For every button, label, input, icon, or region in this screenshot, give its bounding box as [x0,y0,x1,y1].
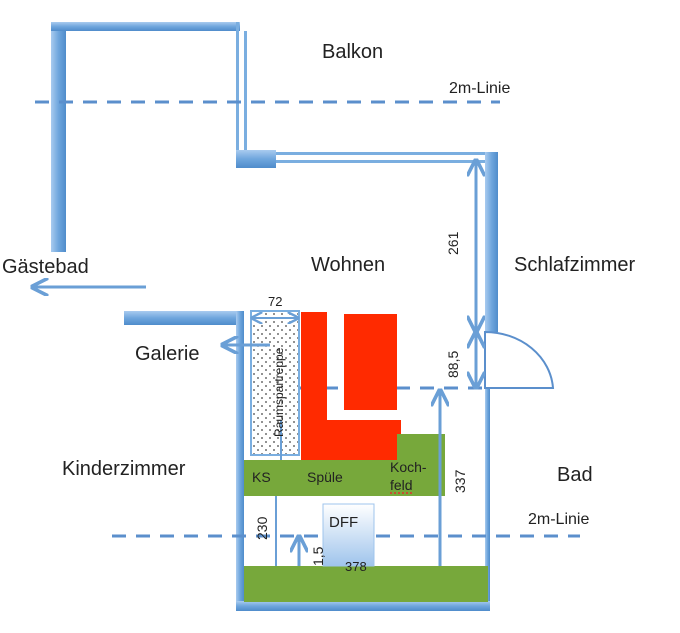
label-two-m-line-top: 2m-Linie [449,80,510,97]
wall-galerie [124,311,240,325]
wall-corner-block [236,150,276,168]
red-block [344,314,397,410]
label-galerie: Galerie [135,343,199,365]
label-gaestebad: Gästebad [2,256,89,278]
wall-balkon-left [51,22,66,252]
wall-right [485,152,498,332]
wall-balkon-right-inner [244,31,247,154]
red-counter-horizontal [301,420,401,460]
dff-window [322,503,375,567]
label-kochfeld-line2: feld [390,477,413,493]
label-dff: DFF [329,514,358,531]
label-wohnen: Wohnen [311,254,385,276]
wall-right-lower [485,388,490,610]
label-kinderzimmer: Kinderzimmer [62,458,186,480]
arrows [34,162,476,566]
label-kochfeld-line1: Koch- [390,459,427,475]
label-ks: KS [252,469,271,485]
stair [250,310,300,456]
dim-label-1-5: 1,5 [310,546,326,566]
label-bad: Bad [557,464,593,486]
label-stair: Raumspartreppe [272,347,286,437]
dim-label-378: 378 [345,559,367,574]
wall-left-lower [236,311,244,611]
wall-balkon-top [51,22,240,31]
wall-top-right [276,152,498,155]
dim-label-88-5: 88,5 [445,351,461,378]
green-floor-strip [244,566,488,602]
dim-label-337: 337 [452,469,468,493]
label-schlafzimmer: Schlafzimmer [514,254,635,276]
dim-label-72: 72 [268,294,282,309]
label-balkon: Balkon [322,41,383,63]
dim-label-261: 261 [445,231,461,255]
label-two-m-line-bottom: 2m-Linie [528,511,589,528]
wall-balkon-right-outer [236,22,239,154]
walls [51,22,498,611]
green-counter [244,460,445,496]
wall-bottom [236,601,490,611]
dim-label-230: 230 [254,516,270,540]
wall-top-right-inner [276,160,486,163]
door-swing [484,330,555,389]
label-spuele: Spüle [307,469,343,485]
